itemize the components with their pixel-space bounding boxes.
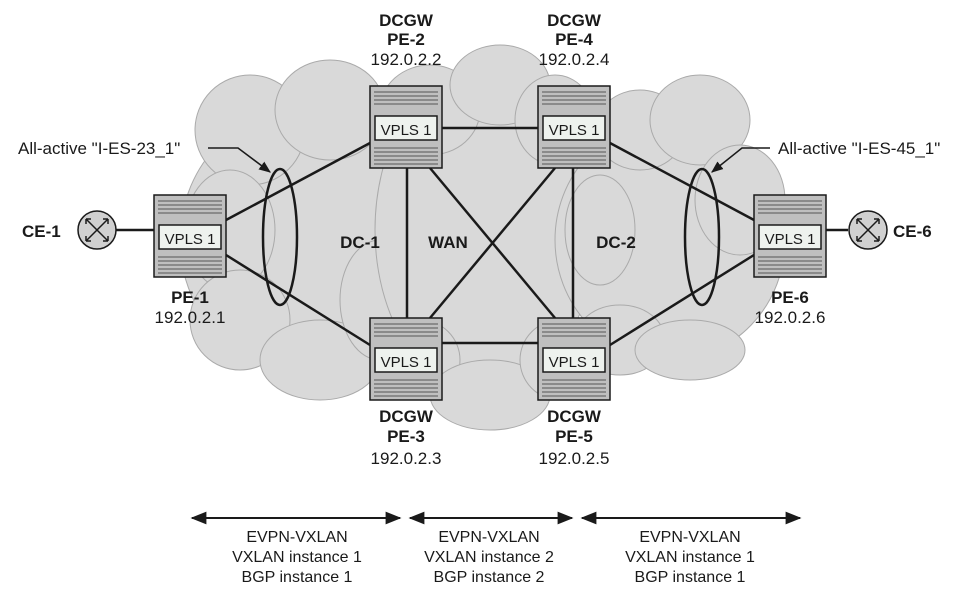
dc1-label: DC-1	[340, 233, 380, 252]
es-45-label: All-active "I-ES-45_1"	[778, 139, 940, 158]
ce-6-label: CE-6	[893, 222, 932, 241]
pe-2-role: DCGW	[379, 11, 434, 30]
link-pe4-pe6	[609, 141, 755, 222]
pe-2-service: VPLS 1	[381, 122, 432, 139]
pe-1-router: VPLS 1	[153, 194, 227, 278]
band-1-line1: EVPN-VXLAN	[246, 529, 347, 546]
band-1-line3: BGP instance 1	[242, 569, 353, 586]
pe-2-ip: 192.0.2.2	[371, 50, 442, 69]
pe-5-router: VPLS 1	[537, 317, 611, 401]
band-3-line1: EVPN-VXLAN	[639, 529, 740, 546]
pe-5-ip: 192.0.2.5	[539, 449, 610, 468]
links	[116, 126, 848, 347]
pe-5-name: PE-5	[555, 427, 593, 446]
pe-1-name: PE-1	[171, 288, 209, 307]
es-23-ellipse	[261, 167, 299, 307]
band-2-line1: EVPN-VXLAN	[438, 529, 539, 546]
pe-4-router: VPLS 1	[537, 85, 611, 169]
link-pe1-pe3	[225, 253, 371, 347]
band-2-line3: BGP instance 2	[434, 569, 545, 586]
pe-5-role: DCGW	[547, 407, 602, 426]
link-pe3-pe4	[429, 167, 556, 319]
pe-2-router: VPLS 1	[369, 85, 443, 169]
pe-1-ip: 192.0.2.1	[155, 308, 226, 327]
es-23-leader	[208, 147, 271, 173]
pe-3-router: VPLS 1	[369, 317, 443, 401]
band-1-line2: VXLAN instance 1	[232, 549, 362, 566]
pe-6-ip: 192.0.2.6	[755, 308, 826, 327]
dc2-label: DC-2	[596, 233, 636, 252]
pe-4-name: PE-4	[555, 30, 593, 49]
band-3-line2: VXLAN instance 1	[625, 549, 755, 566]
link-pe5-pe6	[609, 253, 755, 347]
pe-6-router: VPLS 1	[753, 194, 827, 278]
pe-4-service: VPLS 1	[549, 122, 600, 139]
band-3-line3: BGP instance 1	[635, 569, 746, 586]
link-pe1-pe2	[225, 141, 371, 222]
pe-3-ip: 192.0.2.3	[371, 449, 442, 468]
pe-3-service: VPLS 1	[381, 354, 432, 371]
ce-1-switch-icon	[77, 210, 117, 250]
es-45-ellipse	[683, 167, 721, 307]
pe-4-role: DCGW	[547, 11, 602, 30]
pe-6-service: VPLS 1	[765, 231, 816, 248]
ce-1-label: CE-1	[22, 222, 61, 241]
pe-1-service: VPLS 1	[165, 231, 216, 248]
band-2-line2: VXLAN instance 2	[424, 549, 554, 566]
es-45-leader	[711, 147, 770, 173]
wan-label: WAN	[428, 233, 468, 252]
ce-6-switch-icon	[848, 210, 888, 250]
es-23-label: All-active "I-ES-23_1"	[18, 139, 180, 158]
pe-6-name: PE-6	[771, 288, 809, 307]
pe-5-service: VPLS 1	[549, 354, 600, 371]
pe-4-ip: 192.0.2.4	[539, 50, 610, 69]
pe-3-name: PE-3	[387, 427, 425, 446]
pe-2-name: PE-2	[387, 30, 425, 49]
dc2-cloud	[554, 74, 786, 381]
pe-3-role: DCGW	[379, 407, 434, 426]
